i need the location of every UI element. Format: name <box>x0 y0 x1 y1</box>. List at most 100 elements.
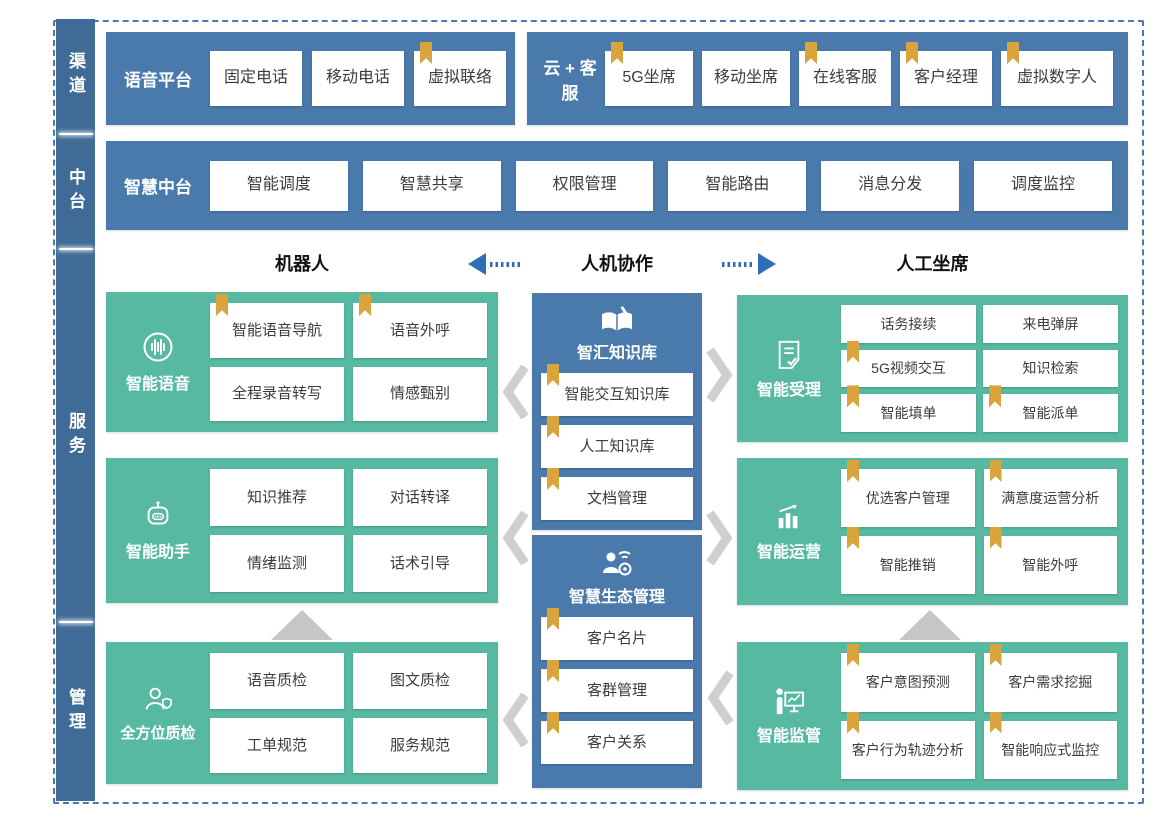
smart-middle-platform-label: 智慧中台 <box>124 178 192 197</box>
block-title: 智能语音 <box>125 376 190 393</box>
item-customer-intent-prediction: 客户意图预测 <box>841 644 975 712</box>
smart-middle-platform-panel: 智慧中台 智能调度 智慧共享 权限管理 智能路由 消息分发 调度监控 <box>106 141 1128 230</box>
item-label: 工单规范 <box>246 736 307 754</box>
knowledge-book-icon <box>602 306 632 332</box>
item-preferred-customer-management: 优选客户管理 <box>841 460 975 527</box>
item-label: 移动坐席 <box>713 69 778 87</box>
item-full-recording-transcription: 全程录音转写 <box>210 366 344 421</box>
item-smart-sharing: 智慧共享 <box>362 160 501 211</box>
item-virtual-digital-human: 虚拟数字人 <box>1001 42 1113 106</box>
item-satisfaction-operation-analysis: 满意度运营分析 <box>983 460 1117 527</box>
sidebar-divider <box>58 133 93 135</box>
item-virtual-contact: 虚拟联络 <box>414 42 506 106</box>
voice-platform-label: 语音平台 <box>124 71 192 90</box>
item-label: 调度监控 <box>1011 176 1076 194</box>
block-smart-acceptance-items: 话务接续 来电弹屏 5G视频交互 知识检索 智能填单 智能派单 <box>841 295 1128 442</box>
block-smart-operation-items: 优选客户管理 满意度运营分析 智能推销 智能外呼 <box>841 458 1128 605</box>
block-quality-inspection-header: 全方位质检 <box>106 642 210 784</box>
item-label: 客户需求挖掘 <box>1008 674 1093 691</box>
item-dialogue-translation: 对话转译 <box>353 469 487 526</box>
bookmark-icon <box>847 527 859 549</box>
presenter-board-icon <box>776 688 804 715</box>
bookmark-icon <box>989 711 1002 734</box>
item-label: 来电弹屏 <box>1022 315 1079 332</box>
arrowhead-left <box>468 253 486 275</box>
bookmark-icon <box>547 712 559 734</box>
item-label: 客户关系 <box>586 733 647 751</box>
item-mobile-seat: 移动坐席 <box>702 51 790 106</box>
bookmark-icon <box>547 468 559 490</box>
block-smart-supervision-items: 客户意图预测 客户需求挖掘 客户行为轨迹分析 智能响应式监控 <box>841 642 1128 790</box>
item-label: 知识检索 <box>1022 360 1079 377</box>
item-script-guidance: 话术引导 <box>353 535 487 592</box>
item-voice-qc: 语音质检 <box>210 653 344 709</box>
item-label: 5G视频交互 <box>871 360 946 377</box>
panel-title: 智慧生态管理 <box>568 589 665 606</box>
arrow-dashes <box>722 261 754 267</box>
bookmark-icon <box>906 42 918 64</box>
bookmark-icon <box>611 42 623 64</box>
document-check-icon <box>778 340 800 369</box>
item-label: 智能调度 <box>246 176 311 194</box>
bookmark-icon <box>547 608 559 630</box>
triangle-up-icon <box>271 610 333 640</box>
robot-icon <box>147 500 169 524</box>
sidebar-divider <box>58 248 93 250</box>
bookmark-icon <box>547 416 559 438</box>
header-human-machine-collaboration: 人机协作 <box>532 246 702 280</box>
item-label: 图文质检 <box>389 672 450 690</box>
chevron-right-icon <box>706 345 734 405</box>
bookmark-icon <box>989 385 1001 408</box>
panel-knowledge-base-header: 智汇知识库 <box>532 293 702 373</box>
item-label: 智能外呼 <box>1022 556 1079 573</box>
smart-middle-platform-items: 智能调度 智慧共享 权限管理 智能路由 消息分发 调度监控 <box>210 160 1112 211</box>
item-label: 权限管理 <box>552 176 617 194</box>
sidebar-section-service: 服务 <box>56 250 95 621</box>
arrow-dashes <box>490 261 522 267</box>
header-collab-label: 人机协作 <box>581 254 653 274</box>
triangle-up-icon <box>899 610 961 640</box>
item-manual-knowledge-base: 人工知识库 <box>541 416 693 468</box>
block-smart-acceptance-header: 智能受理 <box>737 295 841 442</box>
item-image-text-qc: 图文质检 <box>353 653 487 709</box>
panel-ecosystem-management: 智慧生态管理 客户名片 客群管理 客户关系 <box>532 535 702 788</box>
panel-knowledge-base: 智汇知识库 智能交互知识库 人工知识库 文档管理 <box>532 293 702 530</box>
block-smart-voice: 智能语音 智能语音导航 语音外呼 全程录音转写 情感甄别 <box>106 292 498 432</box>
item-label: 文档管理 <box>586 489 647 507</box>
bookmark-icon <box>547 660 559 682</box>
item-online-service: 在线客服 <box>799 42 891 106</box>
item-smart-outbound-call: 智能外呼 <box>983 527 1117 594</box>
item-customer-behavior-trajectory-analysis: 客户行为轨迹分析 <box>841 711 975 779</box>
cloud-service-label: 云 + 客服 <box>543 58 597 103</box>
diagram-dashed-border <box>53 20 1144 804</box>
item-label: 智慧共享 <box>399 176 464 194</box>
item-label: 客户经理 <box>913 69 978 87</box>
sidebar-label-service: 服务 <box>66 411 85 460</box>
item-label: 服务规范 <box>389 736 450 754</box>
item-label: 智能响应式监控 <box>1001 741 1100 758</box>
sidebar-divider <box>58 621 93 623</box>
item-voice-navigation: 智能语音导航 <box>210 294 344 358</box>
item-smart-ticket-dispatch: 智能派单 <box>983 385 1118 432</box>
item-service-standard: 服务规范 <box>353 717 487 773</box>
item-voice-outbound: 语音外呼 <box>353 294 487 358</box>
header-human-agent: 人工坐席 <box>737 246 1128 280</box>
item-label: 知识推荐 <box>246 488 307 506</box>
arrow-left-icon <box>468 253 522 275</box>
quality-inspector-icon <box>145 687 172 710</box>
item-document-management: 文档管理 <box>541 468 693 520</box>
bookmark-icon <box>847 385 859 408</box>
bookmark-icon <box>989 527 1002 549</box>
item-label: 人工知识库 <box>579 437 655 455</box>
item-knowledge-recommendation: 知识推荐 <box>210 469 344 526</box>
panel-title: 智汇知识库 <box>576 345 657 362</box>
item-emotion-screening: 情感甄别 <box>353 366 487 421</box>
sidebar-label-channel: 渠道 <box>66 52 85 100</box>
cloud-service-items: 5G坐席 移动坐席 在线客服 客户经理 虚拟数字人 <box>605 42 1113 106</box>
item-label: 话术引导 <box>389 554 450 572</box>
item-label: 优选客户管理 <box>865 489 950 506</box>
sidebar-section-management: 管理 <box>56 623 95 801</box>
item-label: 语音质检 <box>246 672 307 690</box>
item-knowledge-retrieval: 知识检索 <box>983 349 1118 388</box>
item-smart-responsive-monitoring: 智能响应式监控 <box>983 711 1117 779</box>
